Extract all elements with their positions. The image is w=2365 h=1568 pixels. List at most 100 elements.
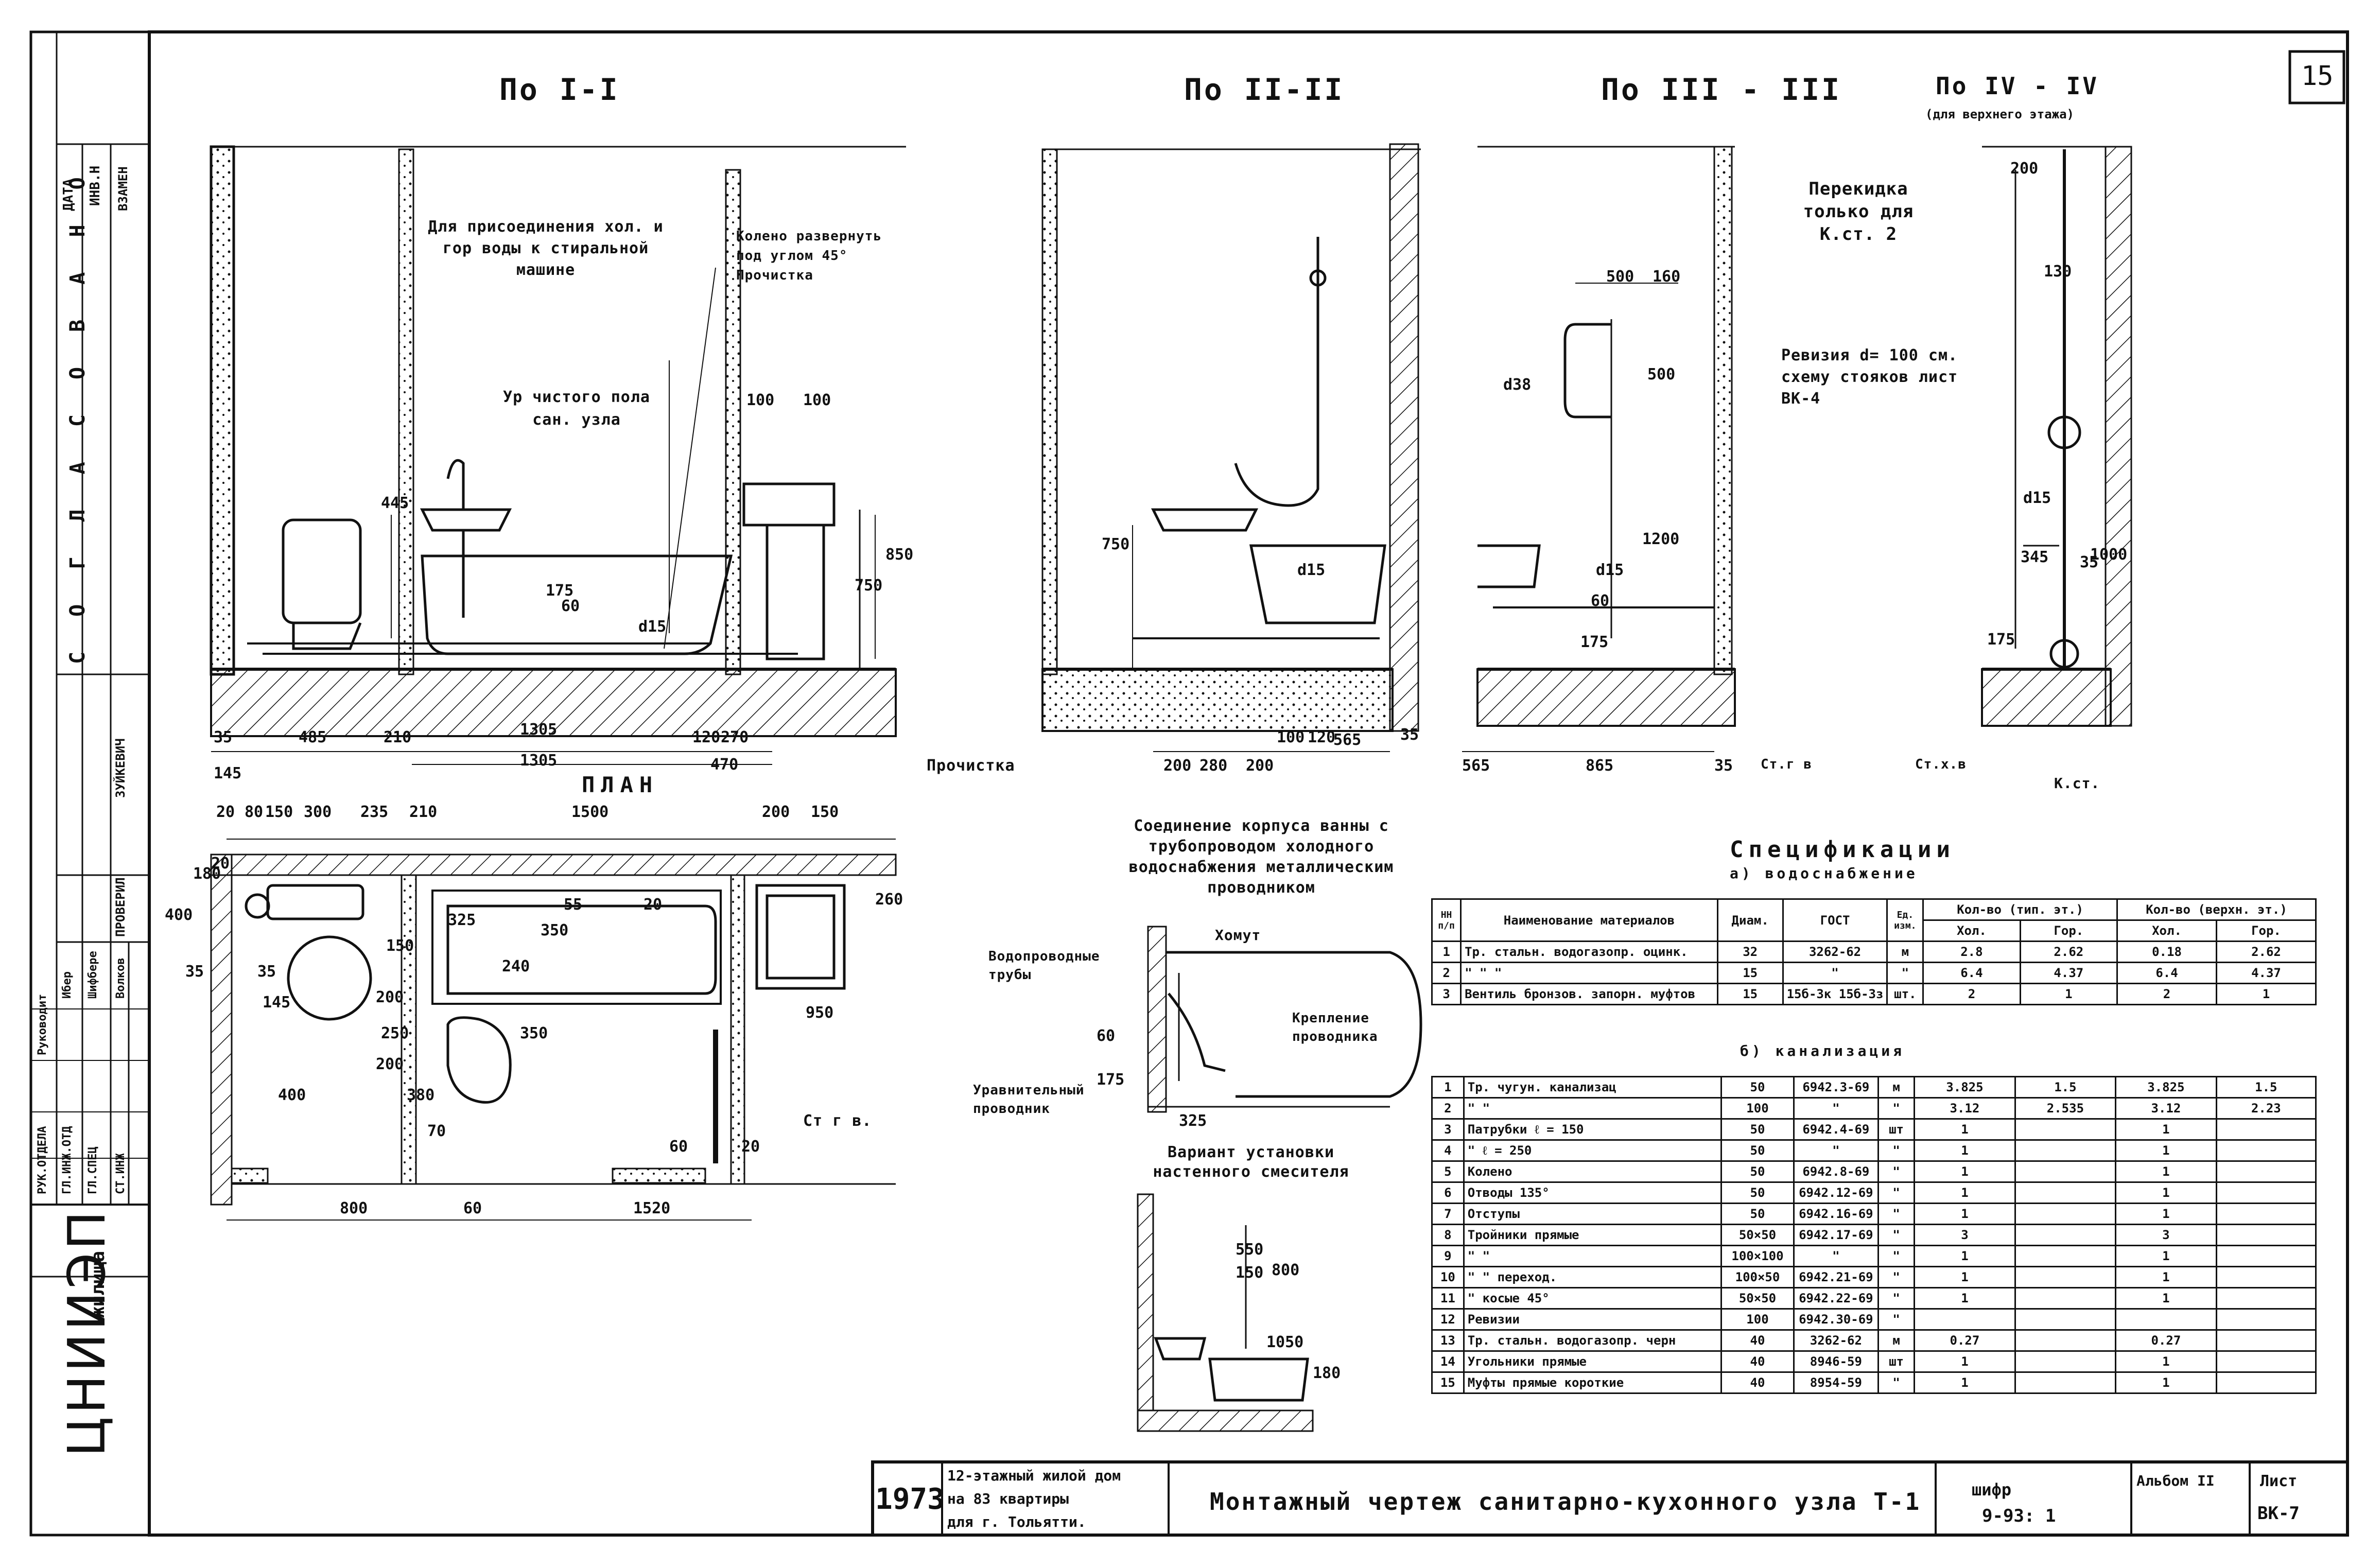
dimension-plan: 20 [216,803,235,821]
dimension-plan: 20 [741,1138,760,1156]
sewer-cell [2215,1118,2317,1141]
dimension-s1: 100 [803,391,831,409]
sewer-cell: 8954-59 [1793,1371,1879,1394]
sewer-cell [2215,1224,2317,1246]
water-cell: 15 [1716,983,1784,1005]
bath-connection-detail [1147,926,1422,1113]
sewer-cell: " " [1463,1245,1723,1267]
dimension-s4: 345 [2021,548,2049,566]
sewer-cell [2215,1371,2317,1394]
role-3: ГЛ.СПЕЦ [86,1146,99,1194]
dimension-s1: 1305 [520,721,558,739]
dimension-s1: 470 [710,756,739,774]
date-label: ДАТА [61,179,76,211]
dimension-plan: 950 [806,1004,834,1022]
dimension-plan: 35 [185,963,204,981]
dimension-plan: 20 [644,896,663,914]
dimension-plan: 200 [376,1055,404,1073]
spec-table-water: НН п/п Наименование материалов Диам. ГОС… [1431,898,2317,1005]
dimension-s2: 750 [1102,535,1130,553]
sewer-cell: 6 [1431,1181,1465,1204]
sewer-cell [2014,1203,2117,1225]
sewer-cell: 1 [2115,1139,2217,1162]
water-cell: 15б-3к 15б-3з [1782,983,1888,1005]
dimension-plan: 1500 [571,803,609,821]
sewer-cell: 1 [1914,1139,2016,1162]
sewer-cell [2014,1266,2117,1288]
sewer-cell: Патрубки ℓ = 150 [1463,1118,1723,1141]
dimension-s3: d15 [1596,561,1624,579]
water-cell: " [1886,962,1924,984]
sewer-cell: " [1793,1139,1879,1162]
sewer-cell [2215,1287,2317,1310]
water-cell: 4.37 [2215,962,2317,984]
org-name: ЦНИИЭП [57,1208,117,1457]
cipher-value: 9-93: 1 [1982,1506,2056,1526]
sewer-cell [2014,1308,2117,1331]
head-diam: Диам. [1716,898,1784,942]
dimension-plan: 210 [409,803,438,821]
dimension-plan: 240 [502,957,530,975]
dimension-s1: 485 [299,728,327,746]
sewer-cell: " [1877,1266,1916,1288]
sewer-cell: " " [1463,1097,1723,1120]
sewer-cell: 40 [1720,1329,1795,1352]
vzamen-label: ВЗАМЕН [116,166,130,211]
water-cell: 6.4 [1922,962,2021,984]
dimension-plan: 200 [762,803,790,821]
water-cell: шт. [1886,983,1924,1005]
sewer-cell: Тр. чугун. канализац [1463,1076,1723,1099]
dimension-s1: 210 [384,728,412,746]
sewer-cell: 8946-59 [1793,1350,1879,1373]
head-cold-2: Хол. [2116,919,2217,942]
sewer-cell: 3.12 [1914,1097,2016,1120]
sewer-cell: 2 [1431,1097,1465,1120]
sewer-cell: 1.5 [2215,1076,2317,1099]
dimension-variant: 1050 [1266,1333,1304,1351]
sewer-cell: 1 [1914,1181,2016,1204]
agreed-label: С О Г Л А С О В А Н О [66,166,90,664]
sewer-cell: " косые 45° [1463,1287,1723,1310]
sewer-cell: 40 [1720,1371,1795,1394]
sewer-cell: " [1877,1139,1916,1162]
role-1: РУК.ОТДЕЛА [36,1126,49,1194]
note-equal: Уравнительный проводник [973,1083,1085,1117]
dimension-plan: 180 [193,865,221,883]
engineer-name: ЗУЙКЕВИЧ [113,738,128,798]
sewer-cell: " [1877,1203,1916,1225]
sewer-cell: шт [1877,1118,1916,1141]
dimension-conn: 60 [1097,1027,1116,1045]
sewer-cell [2014,1287,2117,1310]
dimension-plan: 60 [463,1199,482,1217]
dimension-plan: 300 [304,803,332,821]
page-number-box [2288,50,2345,104]
section-2-drawing [1041,143,1421,752]
left-margin-frame [29,30,151,1537]
note-elbow: Колено развернуть под углом 45° Прочистк… [736,229,882,283]
dimension-s3: 500 [1606,268,1634,286]
dimension-plan: 350 [541,921,569,939]
sewer-cell: " [1793,1097,1879,1120]
sewer-cell [2014,1160,2117,1183]
sewer-cell: 3 [1431,1118,1465,1141]
sewer-cell: 50 [1720,1139,1795,1162]
dimension-variant: 800 [1272,1261,1300,1279]
org-subtitle: жилища [88,1250,109,1318]
sewer-cell [2014,1245,2117,1267]
sewer-cell: " [1877,1371,1916,1394]
dimension-plan: 400 [165,906,193,924]
dimension-s1: 100 [746,391,775,409]
sewer-cell: " " переход. [1463,1266,1723,1288]
dimension-s2: 100 [1277,728,1305,746]
sewer-cell: 1 [2115,1287,2217,1310]
sewer-cell [2215,1266,2317,1288]
spec-sub-b: б) канализация [1740,1042,1905,1059]
dimension-s4: 175 [1987,631,2015,649]
dimension-s2: 120 [1308,728,1336,746]
water-cell: 2.62 [2215,940,2317,963]
sewer-cell: 14 [1431,1350,1465,1373]
